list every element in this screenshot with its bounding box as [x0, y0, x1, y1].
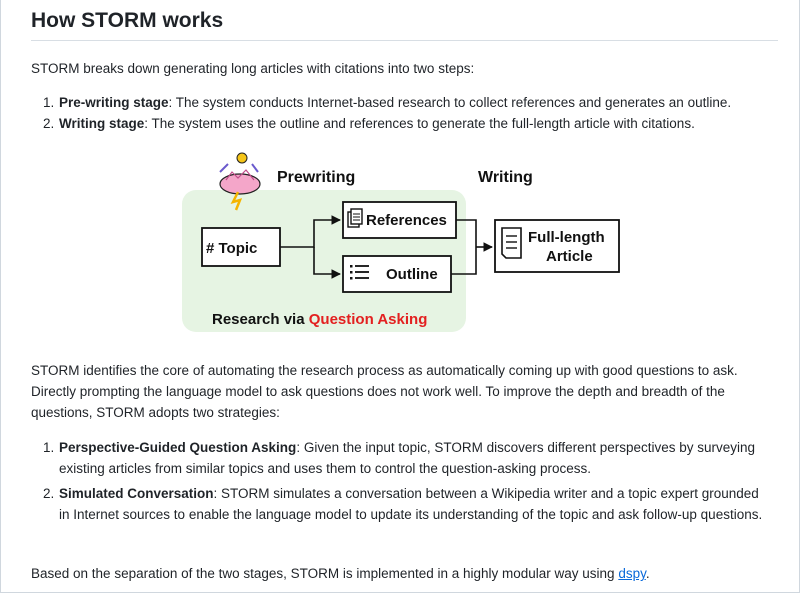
list-number: 1.: [43, 440, 55, 455]
strategy-text: : Given the input topic, STORM discovers…: [59, 440, 756, 476]
closing-period: .: [645, 566, 650, 581]
article-icon: [501, 227, 522, 259]
document-icon: [347, 208, 363, 228]
prewriting-label: Prewriting: [277, 169, 355, 186]
step-label: Writing stage: [59, 116, 145, 131]
list-item: 1. Perspective-Guided Question Asking: Gi…: [31, 437, 771, 479]
closing-paragraph: Based on the separation of the two stage…: [31, 563, 650, 584]
research-caption: Research via Question Asking: [212, 311, 427, 328]
outline-box: [342, 255, 452, 293]
strategy-text: : STORM simulates a conversation between…: [59, 486, 763, 522]
topic-box: [201, 227, 281, 267]
step-text: : The system conducts Internet-based res…: [168, 95, 732, 110]
list-item: 2. Simulated Conversation: STORM simulate…: [31, 483, 771, 525]
list-icon: [350, 265, 369, 280]
step-text: : The system uses the outline and refere…: [144, 116, 695, 131]
steps-list: 1. Pre-writing stage: The system conducts…: [31, 92, 791, 134]
strategy-paragraph: STORM identifies the core of automating …: [31, 363, 738, 420]
strategies-list: 1. Perspective-Guided Question Asking: Gi…: [31, 437, 771, 529]
connector-line: [280, 215, 341, 248]
intro-paragraph: STORM breaks down generating long articl…: [31, 61, 475, 76]
outline-label: Outline: [386, 266, 438, 283]
research-caption-prefix: Research via: [212, 311, 309, 328]
writing-label: Writing: [478, 169, 533, 186]
section-heading: How STORM works: [31, 9, 224, 32]
heading-divider: [31, 40, 778, 41]
step-label: Pre-writing stage: [59, 95, 169, 110]
article-label-line2: Article: [546, 248, 593, 265]
list-number: 2.: [43, 116, 55, 131]
research-caption-highlight: Question Asking: [309, 311, 428, 328]
brain-idea-icon: [219, 152, 261, 211]
list-item: 2. Writing stage: The system uses the out…: [31, 113, 791, 134]
list-item: 1. Pre-writing stage: The system conducts…: [31, 92, 791, 113]
strategy-label: Simulated Conversation: [59, 486, 214, 501]
list-number: 2.: [43, 486, 55, 501]
closing-text: Based on the separation of the two stage…: [31, 566, 619, 581]
topic-label: # Topic: [206, 240, 257, 257]
strategy-label: Perspective-Guided Question Asking: [59, 440, 297, 455]
list-number: 1.: [43, 95, 55, 110]
dspy-link[interactable]: dspy: [618, 566, 646, 581]
connector-line: [313, 247, 341, 279]
article-label-line1: Full-length: [528, 229, 605, 246]
storm-diagram: Prewriting Writing # Topic References Ou…: [182, 152, 620, 332]
references-label: References: [366, 212, 447, 229]
